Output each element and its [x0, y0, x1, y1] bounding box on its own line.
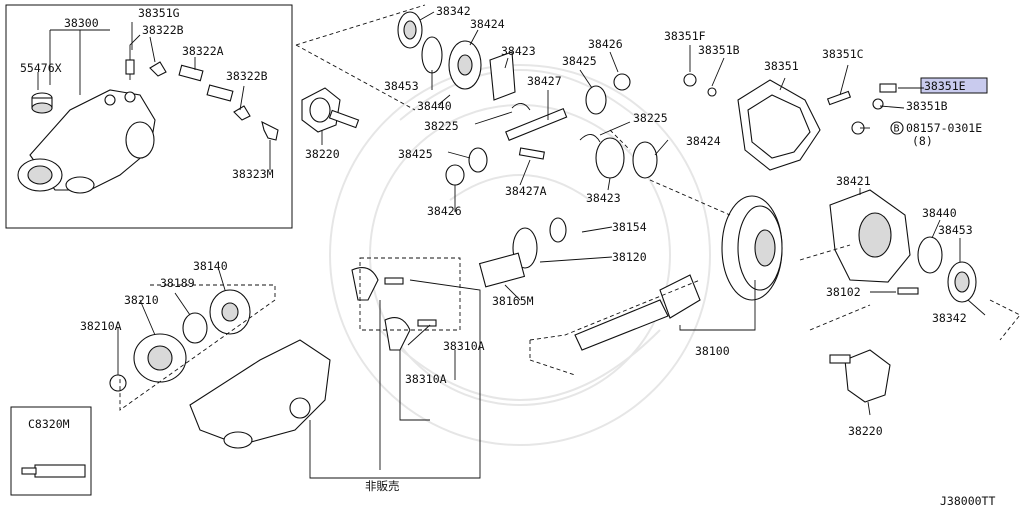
pinion-flange-icon — [301, 87, 360, 133]
ring-gear-icon — [721, 195, 783, 301]
part-label: 38322B — [226, 69, 268, 83]
part-label: 38100 — [695, 344, 730, 358]
flange-38220-right-icon — [829, 349, 891, 403]
part-label: 38426 — [588, 37, 623, 51]
pinion-shaft-icon — [505, 107, 568, 141]
tool-box — [10, 406, 92, 496]
part-label: 38140 — [193, 259, 228, 273]
bolt-38102-icon — [897, 287, 919, 295]
dashed-outline-left — [119, 284, 276, 411]
clip-icons — [149, 61, 279, 141]
part-label: 38220 — [305, 147, 340, 161]
highlight-box — [920, 77, 988, 94]
part-label: 38310A — [405, 372, 447, 386]
part-label: 38426 — [427, 204, 462, 218]
part-label: 38220 — [848, 424, 883, 438]
part-label: 38351 — [764, 59, 799, 73]
part-label: 38310A — [443, 339, 485, 353]
part-label: 非販売 — [365, 479, 400, 493]
part-label: 38165M — [492, 294, 534, 308]
companion-flange-icon — [109, 289, 251, 392]
bolt-marker-circle — [890, 121, 904, 135]
dashed-outline-mid — [609, 129, 731, 216]
part-label: 38424 — [470, 17, 505, 31]
dashed-outline-caps — [359, 257, 461, 331]
part-label: 08157-0301E — [906, 121, 982, 135]
part-label: 38423 — [501, 44, 536, 58]
part-label: 38440 — [417, 99, 452, 113]
part-labels: 3830038351G38322B38322A38322B55476X38323… — [20, 4, 995, 508]
part-label: 38322A — [182, 44, 224, 58]
right-bearing-icon — [947, 261, 977, 303]
part-label: 38210A — [80, 319, 122, 333]
part-label: 38351C — [822, 47, 864, 61]
carrier-housing-icon — [189, 339, 331, 449]
part-label: 38427 — [527, 74, 562, 88]
watermark-emblem — [329, 64, 711, 446]
drive-pinion-icon — [574, 274, 701, 351]
part-label: 38342 — [436, 4, 471, 18]
part-label: (8) — [912, 134, 933, 148]
part-label: 38425 — [398, 147, 433, 161]
leader-lines — [37, 11, 986, 479]
pinion-bearing-icon — [478, 217, 567, 288]
thrust-washer-left-icon — [445, 147, 488, 186]
part-label: 38225 — [633, 111, 668, 125]
part-label: 38453 — [938, 223, 973, 237]
55476x-bushing-icon — [31, 92, 53, 114]
dashed-outline-top — [295, 4, 426, 111]
part-label: 38425 — [562, 54, 597, 68]
part-label: 38427A — [505, 184, 547, 198]
part-label: 38453 — [384, 79, 419, 93]
part-label: 38120 — [612, 250, 647, 264]
snap-ring-icon — [511, 103, 531, 111]
assembled-differential-icon — [17, 89, 156, 194]
part-label: 38351B — [906, 99, 948, 113]
part-label: C8320M — [28, 417, 70, 431]
c8320m-tool-icon — [21, 464, 86, 478]
part-label: 38323M — [232, 167, 274, 181]
breather-tube-icon — [125, 34, 141, 80]
part-label: 38351G — [138, 6, 180, 20]
small-gear-right-icon — [585, 73, 631, 115]
dashed-outline-pinion — [529, 279, 701, 376]
part-label: 38351B — [698, 43, 740, 57]
part-label: 38351F — [664, 29, 706, 43]
inset-box — [5, 4, 293, 229]
differential-case-icon — [829, 189, 911, 283]
part-label: 38102 — [826, 285, 861, 299]
pinion-mate-gear-icon — [489, 51, 516, 101]
part-label: 38322B — [142, 23, 184, 37]
side-shim-icon — [421, 36, 443, 74]
side-gear-icon — [448, 40, 482, 90]
side-bearing-icon — [397, 11, 423, 49]
part-label: 38225 — [424, 119, 459, 133]
lock-pin-icon — [518, 147, 545, 160]
part-label: 38424 — [686, 134, 721, 148]
part-label: 38440 — [922, 206, 957, 220]
bolt-marker-letter: B — [894, 124, 900, 135]
right-shim-icon — [917, 236, 943, 274]
bearing-cap-icons — [351, 267, 437, 351]
part-label: 38342 — [932, 311, 967, 325]
part-label: 38189 — [160, 276, 195, 290]
part-label: 55476X — [20, 61, 62, 75]
part-label: J38000TT — [940, 494, 995, 508]
part-label: 38300 — [64, 16, 99, 30]
part-label: 38421 — [836, 174, 871, 188]
part-label: 38154 — [612, 220, 647, 234]
part-label: 38351E — [924, 79, 966, 93]
rear-cover-icon — [683, 73, 897, 171]
part-label: 38423 — [586, 191, 621, 205]
dashed-outline-right — [799, 244, 1021, 341]
part-label: 38210 — [124, 293, 159, 307]
